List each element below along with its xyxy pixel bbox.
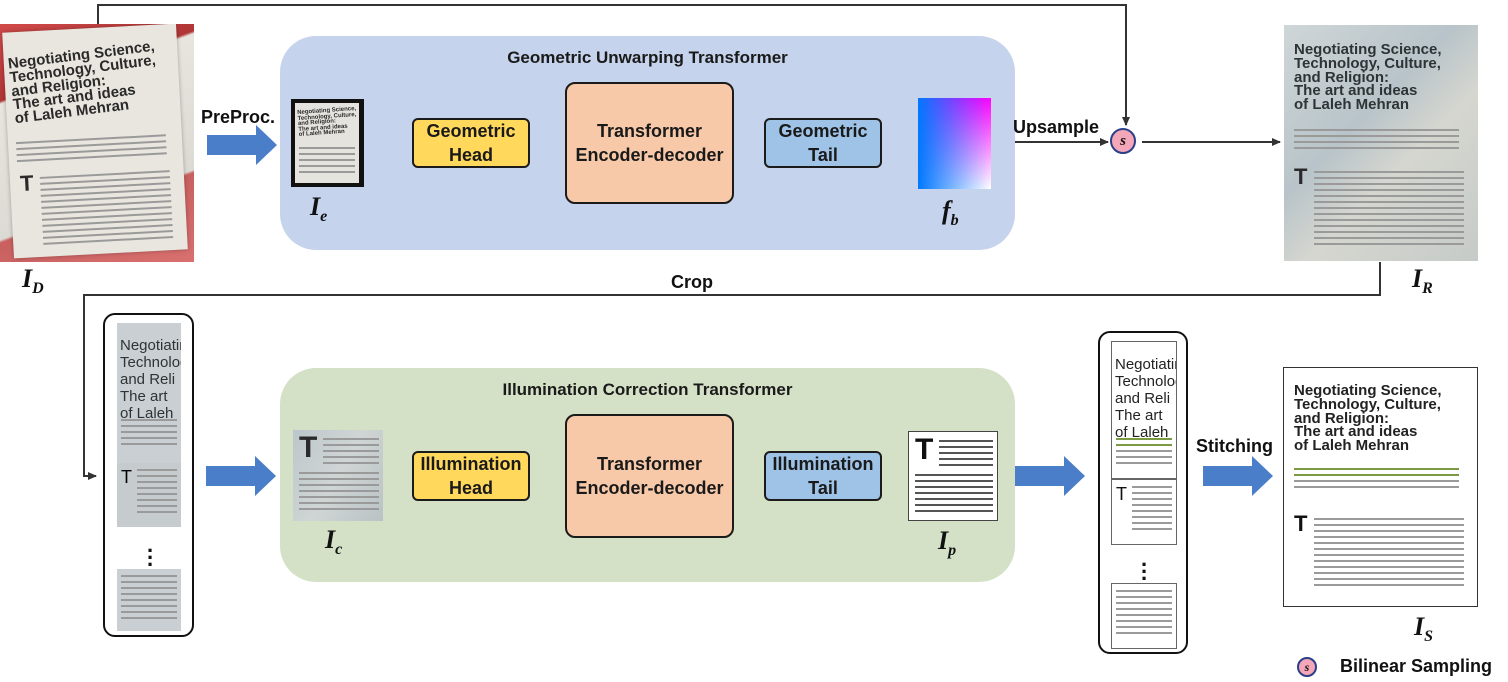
headline-line: The art and ideas [1294,82,1418,100]
patch-tile: T [1111,479,1177,545]
crop-wire [83,262,1381,480]
flow-field-image [918,98,991,189]
patch-tile [117,569,181,631]
ellipsis-dots: ... [1141,546,1148,585]
block-label: Illumination [420,454,522,474]
block-label: Tail [808,145,838,165]
symbol-I-e: Ie [310,192,328,225]
crop-label: Crop [671,272,713,292]
block-label: Geometric [426,121,516,141]
block-label: Head [448,478,493,498]
arrow-preproc [207,125,277,165]
legend-sampling-icon: s [1297,657,1317,677]
bilinear-sampling-node: s [1110,128,1136,154]
drop-cap: T [1294,511,1308,536]
block-label: Geometric [778,121,868,141]
patch-tile [1111,583,1177,649]
downsampled-image: Negotiating Science, Technology, Culture… [291,99,364,187]
symbol-I-p: Ip [938,526,957,559]
patch-tile: T [117,463,181,527]
bypass-wire [97,4,1130,126]
preproc-label: PreProc. [201,107,276,127]
headline-line: Negotiating Science, [1294,41,1442,58]
headline-line: of Laleh Mehran [1294,96,1410,114]
arrow-to-patches [1015,456,1085,496]
headline-line: Technology, Culture, [1294,54,1441,72]
headline-line: of Laleh Mehran [1294,437,1410,455]
headline-line: and Religion: [1294,68,1389,86]
drop-cap: T [121,467,132,487]
block-label: Encoder-decoder [575,478,724,498]
corrected-patches-strip: Negotiating Technology and Reli The art … [1098,331,1188,654]
crop-line: The art [120,388,168,405]
symbol-I-c: Ic [325,525,343,558]
upsample-label: Upsample [1013,117,1100,137]
panel-title: Illumination Correction Transformer [502,380,793,399]
headline-line: Technology, Culture, [1294,395,1441,413]
block-label: Transformer [596,454,703,474]
stitching-label: Stitching [1196,436,1273,456]
patch-tile: Negotiating Technology and Reli The art … [1111,341,1177,479]
crop-line: Technology [1115,373,1176,390]
crop-line: Technology [120,354,181,371]
sampling-symbol: s [1304,659,1310,674]
crop-line: Negotiating [1115,356,1176,373]
crop-line: and Reli [120,371,176,388]
symbol-I-S: IS [1414,612,1434,645]
headline-line: and Religion: [1294,409,1389,427]
crop-line: and Reli [1115,390,1171,407]
stitched-output-image: Negotiating Science, Technology, Culture… [1283,367,1478,607]
symbol-I-R: IR [1412,264,1433,297]
crop-line: of Laleh [1115,424,1169,441]
headline-line: of Laleh Mehran [298,128,345,139]
drop-cap: T [915,433,934,466]
sampling-symbol: s [1120,132,1126,149]
arrow-to-ic [206,456,276,496]
crop-line: The art [1115,407,1163,424]
input-distorted-image: Negotiating Science, Technology, Culture… [0,24,194,262]
rectified-image: Negotiating Science, Technology, Culture… [1284,25,1478,261]
legend-bilinear-label: Bilinear Sampling [1340,656,1493,676]
corrected-output-patch: T [908,431,998,521]
panel-title: Geometric Unwarping Transformer [507,48,788,67]
drop-cap: T [1294,164,1308,189]
arrow-stitching [1203,456,1273,496]
block-label: Illumination [772,454,874,474]
drop-cap: T [1116,484,1127,504]
cropped-patches-strip: Negotiating Technology and Reli The art … [103,313,194,637]
cropped-input-patch: T [293,430,383,521]
crop-line: of Laleh [120,405,174,422]
drop-cap: T [299,431,318,464]
block-label: Encoder-decoder [575,145,724,165]
block-label: Tail [808,478,838,498]
block-label: Transformer [596,121,703,141]
drop-cap: T [19,170,35,196]
symbol-I-D: ID [22,264,44,297]
block-label: Head [448,145,493,165]
headline-line: The art and ideas [1294,423,1418,441]
symbol-f-b: fb [942,196,959,229]
headline-line: Negotiating Science, [1294,382,1442,399]
patch-tile: Negotiating Technology and Reli The art … [117,323,181,465]
crop-line: Negotiating [120,337,181,354]
ellipsis-dots: ... [147,532,154,571]
